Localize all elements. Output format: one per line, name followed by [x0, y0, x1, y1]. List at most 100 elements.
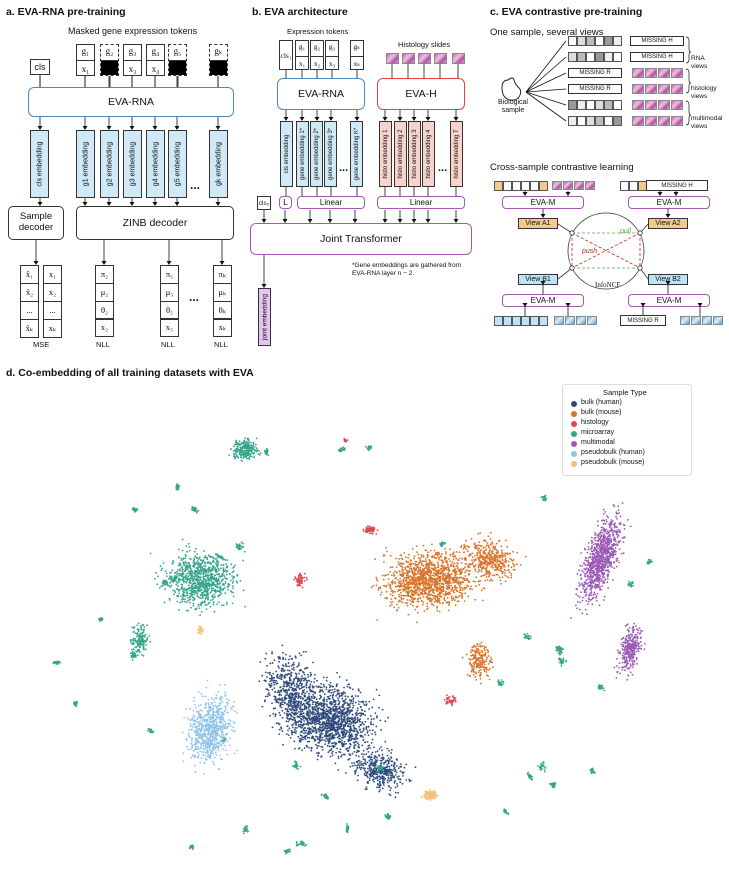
- view-node: [637, 265, 643, 271]
- b1-rna-cell: [539, 316, 548, 326]
- embedding-5: g4 embedding: [146, 130, 165, 198]
- legend-dot-1: [571, 401, 577, 407]
- joint-transformer: Joint Transformer: [250, 223, 472, 255]
- rna-cell: [595, 100, 604, 110]
- view-slide: [645, 84, 657, 94]
- cls2-token: cls₂: [257, 196, 271, 210]
- view-slide: [632, 100, 644, 110]
- panel-a-title: a. EVA-RNA pre-training: [6, 6, 126, 18]
- gene-embedding-1: cls embedding: [280, 121, 293, 187]
- cluster-microarray-small: [175, 483, 181, 491]
- joint-embedding: joint embedding: [258, 288, 271, 346]
- cluster-microarray-small: [597, 684, 606, 692]
- expr-token-1: cls₁: [279, 40, 293, 70]
- histology-slide-3: [418, 53, 431, 64]
- embedding-2: g1 embedding: [76, 130, 95, 198]
- cluster-microarray-small: [497, 679, 505, 687]
- b1-rna-cell: [512, 316, 521, 326]
- cluster-microarray-small: [131, 506, 139, 513]
- cluster-microarray-small: [264, 447, 270, 457]
- cluster-microarray-small: [540, 494, 548, 502]
- rna-cell: [613, 116, 622, 126]
- view-slide: [645, 116, 657, 126]
- masked-token-6: gₖ: [209, 44, 228, 76]
- gene-embedding-4: gene embedding 3*: [324, 121, 337, 187]
- cluster-microarray-small: [161, 579, 169, 586]
- rna-cell: [568, 100, 577, 110]
- view-slide: [671, 116, 683, 126]
- eva-m-b1: EVA-M: [502, 294, 584, 307]
- cluster-pseudobulk-mouse: [420, 788, 439, 801]
- cluster-microarray-small: [98, 617, 104, 622]
- cluster-microarray-small: [555, 646, 563, 656]
- b2-slide: [713, 316, 723, 325]
- cluster-microarray-small: [589, 767, 596, 775]
- b1-slide: [554, 316, 564, 325]
- loss-nll-label-3: NLL: [214, 340, 228, 349]
- biological-sample-label: Biological sample: [498, 99, 528, 114]
- rna-cell: [568, 52, 577, 62]
- cluster-microarray-small: [549, 782, 557, 789]
- view-slide: [658, 84, 670, 94]
- gene-embedding-5: gene embedding K*: [350, 121, 363, 187]
- view-a2: View A2: [648, 218, 688, 229]
- rna-cell: [613, 36, 622, 46]
- b1-slide: [565, 316, 575, 325]
- masked-tokens-label: Masked gene expression tokens: [68, 26, 198, 36]
- panel-c-title: c. EVA contrastive pre-training: [490, 6, 643, 18]
- connector-line: [525, 56, 567, 93]
- legend-dot-2: [571, 411, 577, 417]
- rna-cell: [577, 52, 586, 62]
- cluster-microarray-small: [221, 737, 227, 743]
- a2-rna-cell: [629, 181, 638, 191]
- legend-label-3: histology: [581, 419, 609, 426]
- a1-slide: [552, 181, 562, 190]
- cluster-bulk-human: [343, 741, 417, 799]
- embedding-4: g3 embedding: [123, 130, 142, 198]
- cluster-histology: [362, 525, 379, 535]
- cluster-microarray-small: [365, 445, 373, 452]
- rna-cell: [604, 100, 613, 110]
- l-box: L: [279, 196, 292, 209]
- cluster-microarray: [228, 437, 262, 462]
- view-b1: View B1: [518, 274, 558, 285]
- cluster-microarray-small: [558, 657, 568, 667]
- missing-rna-box: MISSING R: [568, 68, 622, 78]
- rna-cell: [586, 116, 595, 126]
- cluster-microarray: [149, 538, 247, 617]
- a1-slide: [563, 181, 573, 190]
- missing-r-c2: MISSING R: [620, 315, 666, 326]
- connector-line: [557, 223, 573, 234]
- cluster-bulk-human: [258, 644, 324, 736]
- a1-rna-cell: [503, 181, 512, 191]
- missing-rna-box: MISSING R: [568, 84, 622, 94]
- cluster-microarray-small: [338, 446, 346, 453]
- cluster-microarray-small: [523, 632, 532, 641]
- eva-m-b2: EVA-M: [628, 294, 710, 307]
- connector-line: [557, 267, 573, 280]
- b2-slide: [680, 316, 690, 325]
- cluster-microarray-small: [52, 660, 62, 665]
- embedding-6: g5 embedding: [168, 130, 187, 198]
- view-slide: [632, 68, 644, 78]
- view-slide: [645, 68, 657, 78]
- cluster-histology: [293, 572, 308, 589]
- cluster-microarray-small: [536, 761, 547, 773]
- legend-dot-7: [571, 461, 577, 467]
- legend-label-5: multimodal: [581, 439, 615, 446]
- rna-cell: [595, 36, 604, 46]
- b2-slide: [702, 316, 712, 325]
- cluster-microarray-small: [503, 808, 510, 816]
- panel-d-title: d. Co-embedding of all training datasets…: [6, 367, 254, 379]
- rna-cell: [586, 100, 595, 110]
- loss-nll-label-2: NLL: [161, 340, 175, 349]
- histology-slide-1: [386, 53, 399, 64]
- cluster-bulk-mouse: [370, 543, 488, 624]
- cluster-microarray-small: [526, 771, 534, 781]
- view-slide: [632, 116, 644, 126]
